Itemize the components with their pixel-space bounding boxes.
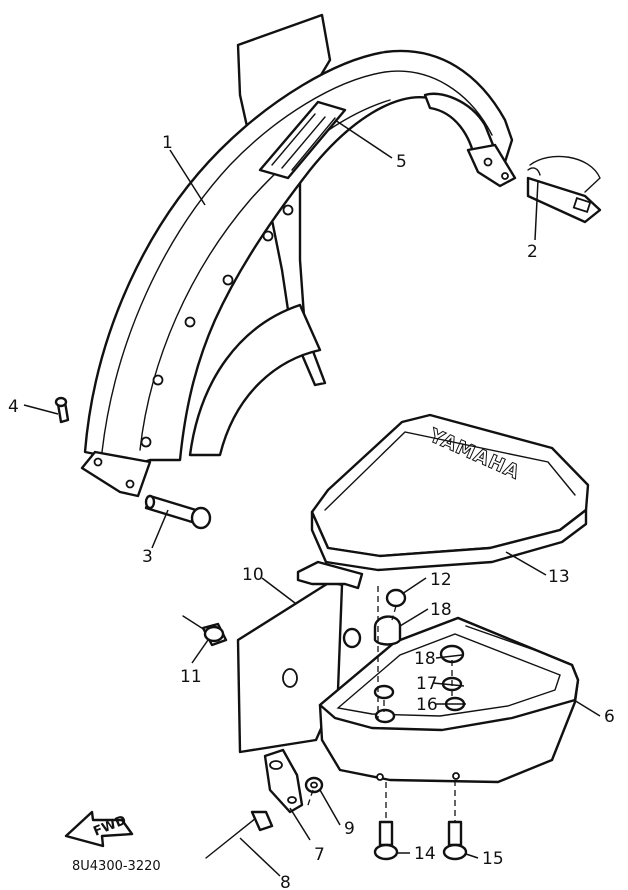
grommet-inner xyxy=(374,708,396,724)
forward-direction-arrow: FWD xyxy=(64,810,134,848)
cover-skirt xyxy=(310,508,588,572)
guard-arch-rim xyxy=(101,70,493,453)
callout-6: 6 xyxy=(604,707,615,727)
callout-5: 5 xyxy=(396,152,407,172)
bracket-7 xyxy=(263,748,304,814)
case-cover: YAMAHA xyxy=(310,413,590,572)
callout-15: 15 xyxy=(482,849,504,869)
chain-case-guard xyxy=(80,13,517,498)
callout-2: 2 xyxy=(527,242,538,262)
callout-10: 10 xyxy=(242,565,264,585)
rivet-hole xyxy=(222,274,234,286)
screw-15 xyxy=(442,820,468,861)
guard-clip xyxy=(526,155,602,224)
cap-nut-18 xyxy=(373,615,402,646)
callout-9: 9 xyxy=(344,819,355,839)
mounting-pin xyxy=(144,494,212,530)
cotter-pin xyxy=(54,396,70,424)
callout-numbers: 1 2 3 4 5 6 7 8 9 10 11 12 13 14 15 16 1… xyxy=(8,133,615,890)
callout-1: 1 xyxy=(162,133,173,153)
clip-detail-bubble xyxy=(529,155,601,193)
screw-14 xyxy=(373,820,399,861)
rivet-hole xyxy=(152,374,164,386)
drawing-code: 8U4300-3220 xyxy=(72,859,161,874)
rivet-hole xyxy=(282,204,294,216)
caution-label xyxy=(258,100,347,180)
bracket-hole xyxy=(125,479,135,489)
cover-inner-line xyxy=(324,431,576,511)
bracket-hole xyxy=(483,157,493,167)
washer-9 xyxy=(304,776,324,794)
nut-side xyxy=(342,627,362,649)
bolt-8 xyxy=(205,810,274,859)
callout-12: 12 xyxy=(430,570,452,590)
plate-tab xyxy=(296,560,364,590)
callout-16: 16 xyxy=(416,695,438,715)
case-hole xyxy=(452,772,460,780)
callout-4: 4 xyxy=(8,397,19,417)
rivet-hole xyxy=(184,316,196,328)
callout-18a: 18 xyxy=(430,600,452,620)
callout-8: 8 xyxy=(280,873,291,890)
bracket-hole xyxy=(93,457,103,467)
callout-14: 14 xyxy=(414,844,436,864)
rivet-hole xyxy=(140,436,152,448)
guard-lower-flange xyxy=(188,303,322,457)
callout-7: 7 xyxy=(314,845,325,865)
callout-18b: 18 xyxy=(414,649,436,669)
case-hole xyxy=(376,773,384,781)
nut-12 xyxy=(385,588,407,608)
assembly-lines xyxy=(306,586,456,822)
plate-hole xyxy=(282,668,298,688)
guard-arch-rim-inner xyxy=(139,99,391,451)
cap-nut-inner xyxy=(439,644,465,664)
fastener-nuts xyxy=(342,588,407,649)
callout-17: 17 xyxy=(416,674,438,694)
bracket-hole xyxy=(501,172,509,180)
callout-13: 13 xyxy=(548,567,570,587)
rivet-hole xyxy=(262,230,274,242)
washer-inner xyxy=(373,684,395,700)
callout-leaders xyxy=(23,119,601,877)
callout-3: 3 xyxy=(142,547,153,567)
callout-11: 11 xyxy=(180,667,202,687)
screw-11 xyxy=(182,615,228,647)
